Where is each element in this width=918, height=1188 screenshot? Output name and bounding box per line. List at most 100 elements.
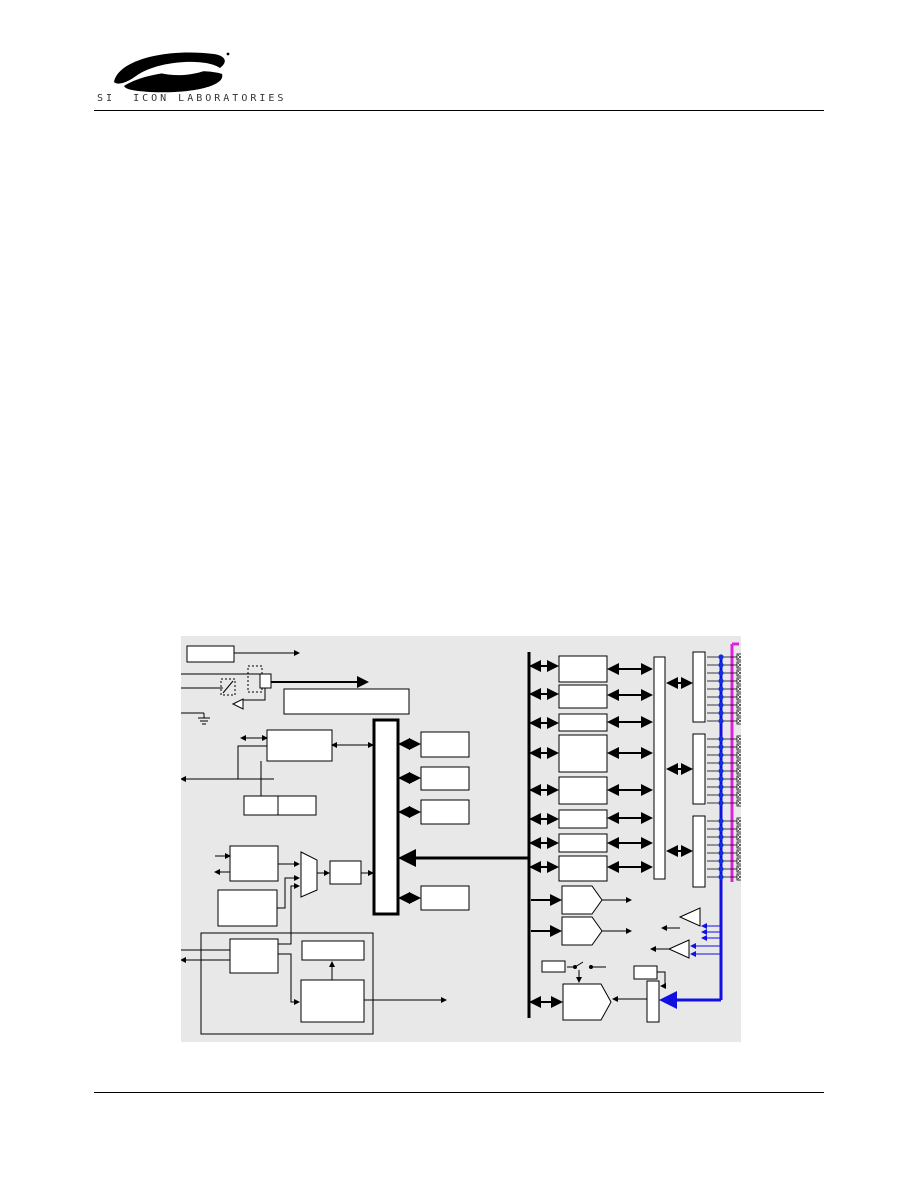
peripheral-to-crossbar-links <box>607 663 653 873</box>
regulator-switch-diagonal <box>222 680 234 694</box>
pin-junction-dot <box>718 736 724 742</box>
port-pin-cross-icon <box>737 850 741 856</box>
brand-wordmark: SI ICON LABORATORIES <box>97 93 287 104</box>
peripheral-block <box>558 776 608 805</box>
port-pin-cross-icon <box>737 662 741 668</box>
regulator-block <box>259 673 272 689</box>
port-latch-2 <box>692 815 706 888</box>
regulator-amp-icon <box>231 698 244 710</box>
comparator-inputs <box>690 923 720 957</box>
memory-block-3 <box>420 799 470 825</box>
reference-block <box>541 960 566 973</box>
clock-source-block <box>229 845 279 882</box>
port-pin <box>736 857 741 865</box>
rtc-counter-block <box>300 979 365 1023</box>
pin-junction-dot <box>718 818 724 824</box>
pin-junction-dot <box>718 874 724 880</box>
analog-mux-block <box>646 980 660 1023</box>
port-pin <box>736 767 741 775</box>
pin-junction-dot <box>718 760 724 766</box>
clock-mux-icon <box>300 851 318 898</box>
port-pin-cross-icon <box>737 776 741 782</box>
pin-rows <box>707 653 741 881</box>
pin-junction-dot <box>718 850 724 856</box>
reset-branch-line <box>237 745 267 779</box>
pin-junction-dot <box>718 858 724 864</box>
port-pin <box>736 661 741 669</box>
adc-block-2 <box>561 916 603 946</box>
ground-icon <box>198 713 210 725</box>
port-pin-cross-icon <box>737 834 741 840</box>
port-pin-cross-icon <box>737 800 741 806</box>
reset-block-right <box>277 795 317 816</box>
port-pin <box>736 865 741 873</box>
peripheral-block <box>558 713 608 732</box>
pin-junction-dot <box>718 800 724 806</box>
port-pin-cross-icon <box>737 718 741 724</box>
rtc-osc-to-mux <box>278 888 292 945</box>
port-pin <box>736 735 741 743</box>
peripheral-block <box>558 855 608 882</box>
crossbar-to-port-links <box>666 677 693 857</box>
rtc-small-block <box>301 940 365 961</box>
port-pin-cross-icon <box>737 670 741 676</box>
core-links <box>398 738 421 904</box>
port-pin <box>736 775 741 783</box>
logo-swoosh-upper-icon <box>114 52 225 84</box>
pin-junction-dot <box>718 662 724 668</box>
adc-main-block <box>562 983 612 1021</box>
port-pin <box>736 669 741 677</box>
port-pin-cross-icon <box>737 736 741 742</box>
port-pin <box>736 693 741 701</box>
comparator-2-icon <box>667 939 690 959</box>
peripheral-block <box>558 809 608 829</box>
pin-junction-dot <box>718 768 724 774</box>
pin-junction-dot <box>718 686 724 692</box>
pin-junction-dot <box>718 710 724 716</box>
port-pin-cross-icon <box>737 686 741 692</box>
port-pin <box>736 817 741 825</box>
mux-control-block <box>633 965 658 980</box>
crossbar-block <box>653 656 666 880</box>
mux-in-2 <box>277 875 300 909</box>
port-pin <box>736 873 741 881</box>
pin-junction-dot <box>718 744 724 750</box>
port-pin-cross-icon <box>737 710 741 716</box>
pin-junction-dot <box>718 718 724 724</box>
footer-rule <box>94 1092 824 1093</box>
mux-control-line <box>657 971 666 989</box>
pin-junction-dot <box>718 678 724 684</box>
debug-block <box>266 729 333 762</box>
port-latch-1 <box>692 733 706 805</box>
header-rule <box>94 110 824 111</box>
peripheral-block <box>558 655 608 683</box>
port-pin <box>736 677 741 685</box>
port-pin-cross-icon <box>737 768 741 774</box>
logo-swoosh-highlight-icon <box>160 68 204 76</box>
port-pin-cross-icon <box>737 752 741 758</box>
company-logo <box>114 52 230 93</box>
power-block <box>186 645 235 663</box>
port-pin-cross-icon <box>737 858 741 864</box>
regulator-switch-dashed <box>220 678 236 696</box>
port-pin <box>736 685 741 693</box>
memory-block-4 <box>420 885 470 911</box>
port-latch-0 <box>692 651 706 723</box>
port-pin-cross-icon <box>737 678 741 684</box>
adc-block-1 <box>561 885 603 915</box>
pin-junction-dot <box>718 670 724 676</box>
peripheral-block <box>558 734 608 773</box>
port-pin-cross-icon <box>737 760 741 766</box>
port-pin <box>736 841 741 849</box>
oscillator-block <box>217 889 278 927</box>
port-pin-cross-icon <box>737 784 741 790</box>
port-pin-cross-icon <box>737 818 741 824</box>
vref-switch-icon <box>567 961 606 976</box>
pin-junction-dot <box>718 694 724 700</box>
port-pin-cross-icon <box>737 654 741 660</box>
bus-to-peripheral-links <box>529 660 559 873</box>
port-pin-cross-icon <box>737 874 741 880</box>
port-pin <box>736 791 741 799</box>
port-pin-cross-icon <box>737 694 741 700</box>
rtc-osc-to-counter <box>278 953 300 1005</box>
